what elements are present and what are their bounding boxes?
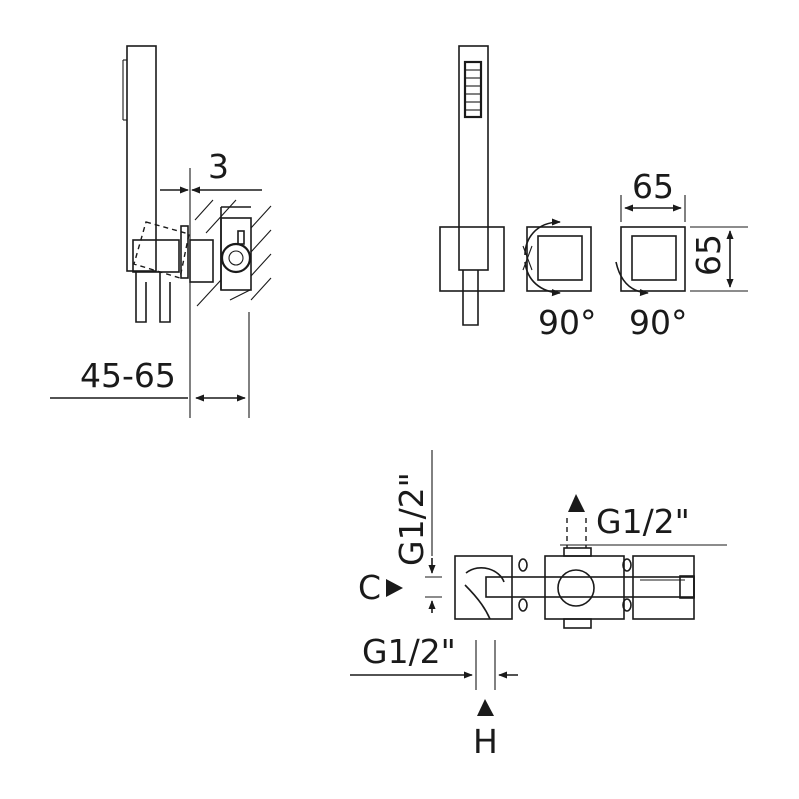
rotation-left-label: 90° — [538, 303, 597, 342]
rotation-right-label: 90° — [629, 303, 688, 342]
wall-plate — [189, 239, 214, 283]
hand-shower — [126, 45, 157, 272]
shower-holder — [132, 239, 180, 273]
body-right-block — [632, 555, 695, 620]
side-view: 3 45-65 — [50, 45, 272, 418]
cold-label: C — [358, 568, 381, 607]
hot-arrow-icon — [477, 699, 494, 716]
thread-vertical-label: G1/2" — [392, 472, 431, 566]
hand-shower-front — [458, 45, 489, 271]
thread-top-label: G1/2" — [596, 502, 690, 541]
dim-width: 65 — [632, 167, 674, 206]
dim-wall-gap: 3 — [208, 147, 229, 186]
holder-plate — [439, 226, 505, 292]
body-left-block — [454, 555, 513, 620]
dim-height: 65 — [689, 234, 728, 276]
front-view: 65 65 90° 90° — [439, 45, 748, 342]
cold-arrow-icon — [386, 579, 403, 597]
hot-label: H — [473, 722, 498, 761]
body-middle-block — [544, 555, 625, 620]
handle-square — [620, 226, 686, 292]
wall-hatch — [194, 199, 272, 307]
body-view: G1/2" C G1/2" G1/2" H — [350, 450, 727, 761]
top-arrow-icon — [568, 494, 585, 512]
dim-depth: 45-65 — [80, 356, 176, 395]
thread-bottom-label: G1/2" — [362, 632, 456, 671]
valve-knob — [220, 242, 252, 274]
